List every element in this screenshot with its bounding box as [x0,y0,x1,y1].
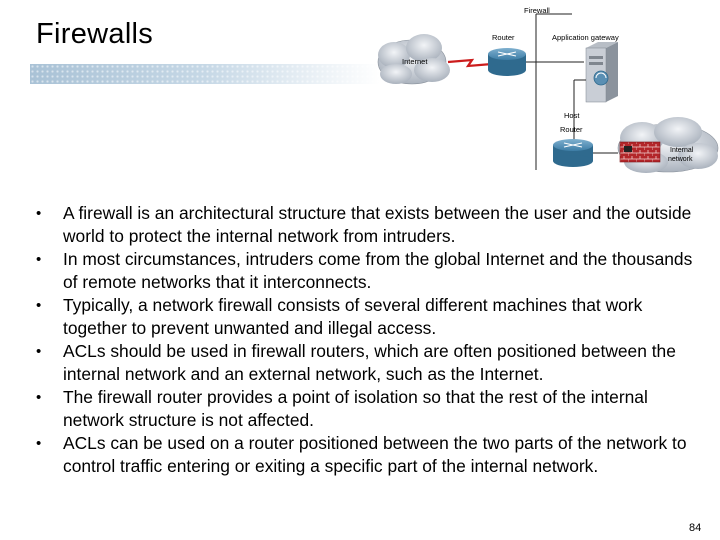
bullet-item: •A firewall is an architectural structur… [36,203,692,246]
bullet-item: •ACLs can be used on a router positioned… [36,433,687,476]
bullet-item: •ACLs should be used in firewall routers… [36,341,676,384]
title-underline-bar [30,64,380,84]
internet-cloud-icon [377,34,450,85]
router-label: Router [492,33,515,42]
slide-title: Firewalls [36,18,154,50]
page-number: 84 [689,522,702,534]
bullet-item: •In most circumstances, intruders come f… [36,249,693,292]
app-gateway-label: Application gateway [552,33,619,42]
host-label: Host [564,111,580,120]
internet-label: Internet [402,57,428,66]
firewall-bracket [535,13,572,170]
bullet-list: •A firewall is an architectural structur… [36,202,696,478]
internal-label-1: Internal [670,147,694,154]
bullet-item: •The firewall router provides a point of… [36,387,648,430]
firewall-label: Firewall [524,6,550,15]
brick-wall-icon [619,141,661,163]
router-icon [488,48,526,76]
application-gateway-icon [585,42,618,103]
bullet-item: •Typically, a network firewall consists … [36,295,643,338]
router2-label: Router [560,125,583,134]
host-router-icon [553,139,593,167]
wan-link [447,58,493,68]
internal-label-2: network [668,156,693,163]
firewall-network-diagram: Firewall Internet Router Application gat… [377,6,719,173]
